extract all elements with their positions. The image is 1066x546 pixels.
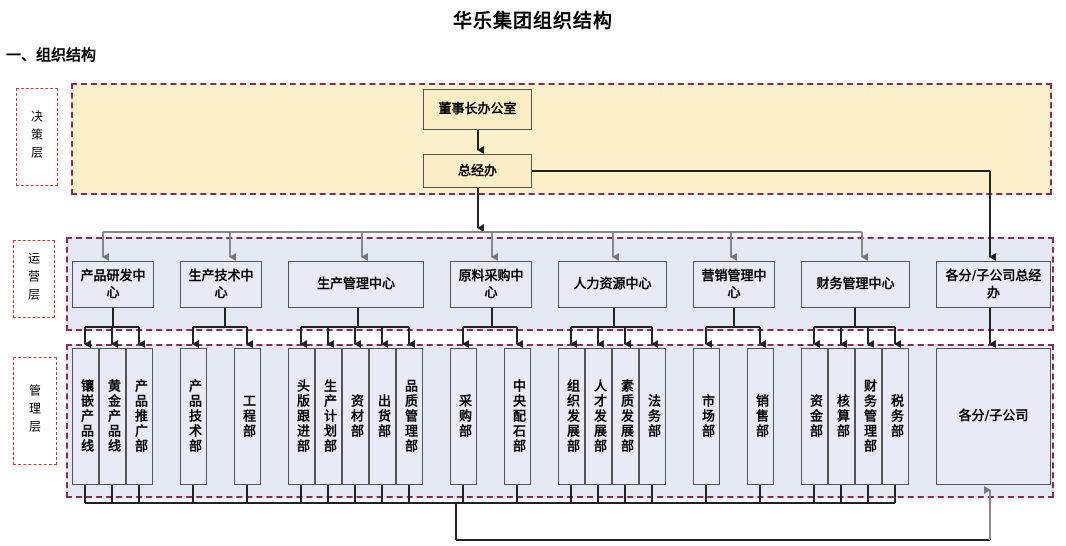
dept-subsidiary: 各分/子公司	[936, 348, 1051, 485]
dept-sales: 销售部	[747, 348, 774, 485]
center-production-tech: 生产技术中心	[180, 261, 262, 308]
dept-org-dev: 组织发展部	[558, 348, 585, 485]
dept-gold-line: 黄金产品线	[99, 348, 126, 485]
section-heading: 一、组织结构	[6, 46, 97, 64]
dept-first-edition: 头版跟进部	[288, 348, 315, 485]
dept-quality-dev: 素质发展部	[612, 348, 639, 485]
dept-talent-dev: 人才发展部	[585, 348, 612, 485]
chairman-office-box: 董事长办公室	[423, 89, 532, 130]
center-finance: 财务管理中心	[801, 261, 910, 308]
dept-product-promo: 产品推广部	[126, 348, 153, 485]
dept-tax: 税务部	[882, 348, 909, 485]
dept-market: 市场部	[693, 348, 720, 485]
page-title: 华乐集团组织结构	[452, 10, 613, 32]
layer-label-management: 管理层	[13, 357, 57, 465]
center-production-mgmt: 生产管理中心	[288, 261, 424, 308]
dept-production-plan: 生产计划部	[315, 348, 342, 485]
dept-inlay-line: 镶嵌产品线	[72, 348, 99, 485]
center-hr: 人力资源中心	[558, 261, 667, 308]
decision-band	[71, 83, 1052, 195]
center-marketing: 营销管理中心	[693, 261, 775, 308]
center-product-rd: 产品研发中心	[72, 261, 154, 308]
dept-quality: 品质管理部	[396, 348, 423, 485]
layer-label-decision: 决策层	[16, 88, 58, 186]
dept-finance-mgmt: 财务管理部	[855, 348, 882, 485]
center-material-purchase: 原料采购中心	[450, 261, 532, 308]
dept-shipping: 出货部	[369, 348, 396, 485]
dept-engineering: 工程部	[234, 348, 261, 485]
dept-legal: 法务部	[639, 348, 666, 485]
dept-purchase: 采购部	[450, 348, 477, 485]
dept-product-tech: 产品技术部	[180, 348, 207, 485]
center-subsidiary-gm: 各分/子公司总经办	[936, 261, 1051, 308]
dept-accounting: 核算部	[828, 348, 855, 485]
dept-central-stone: 中央配石部	[504, 348, 531, 485]
dept-funds: 资金部	[801, 348, 828, 485]
layer-label-operation: 运营层	[13, 240, 55, 318]
gm-office-box: 总经办	[423, 154, 532, 188]
dept-materials: 资材部	[342, 348, 369, 485]
